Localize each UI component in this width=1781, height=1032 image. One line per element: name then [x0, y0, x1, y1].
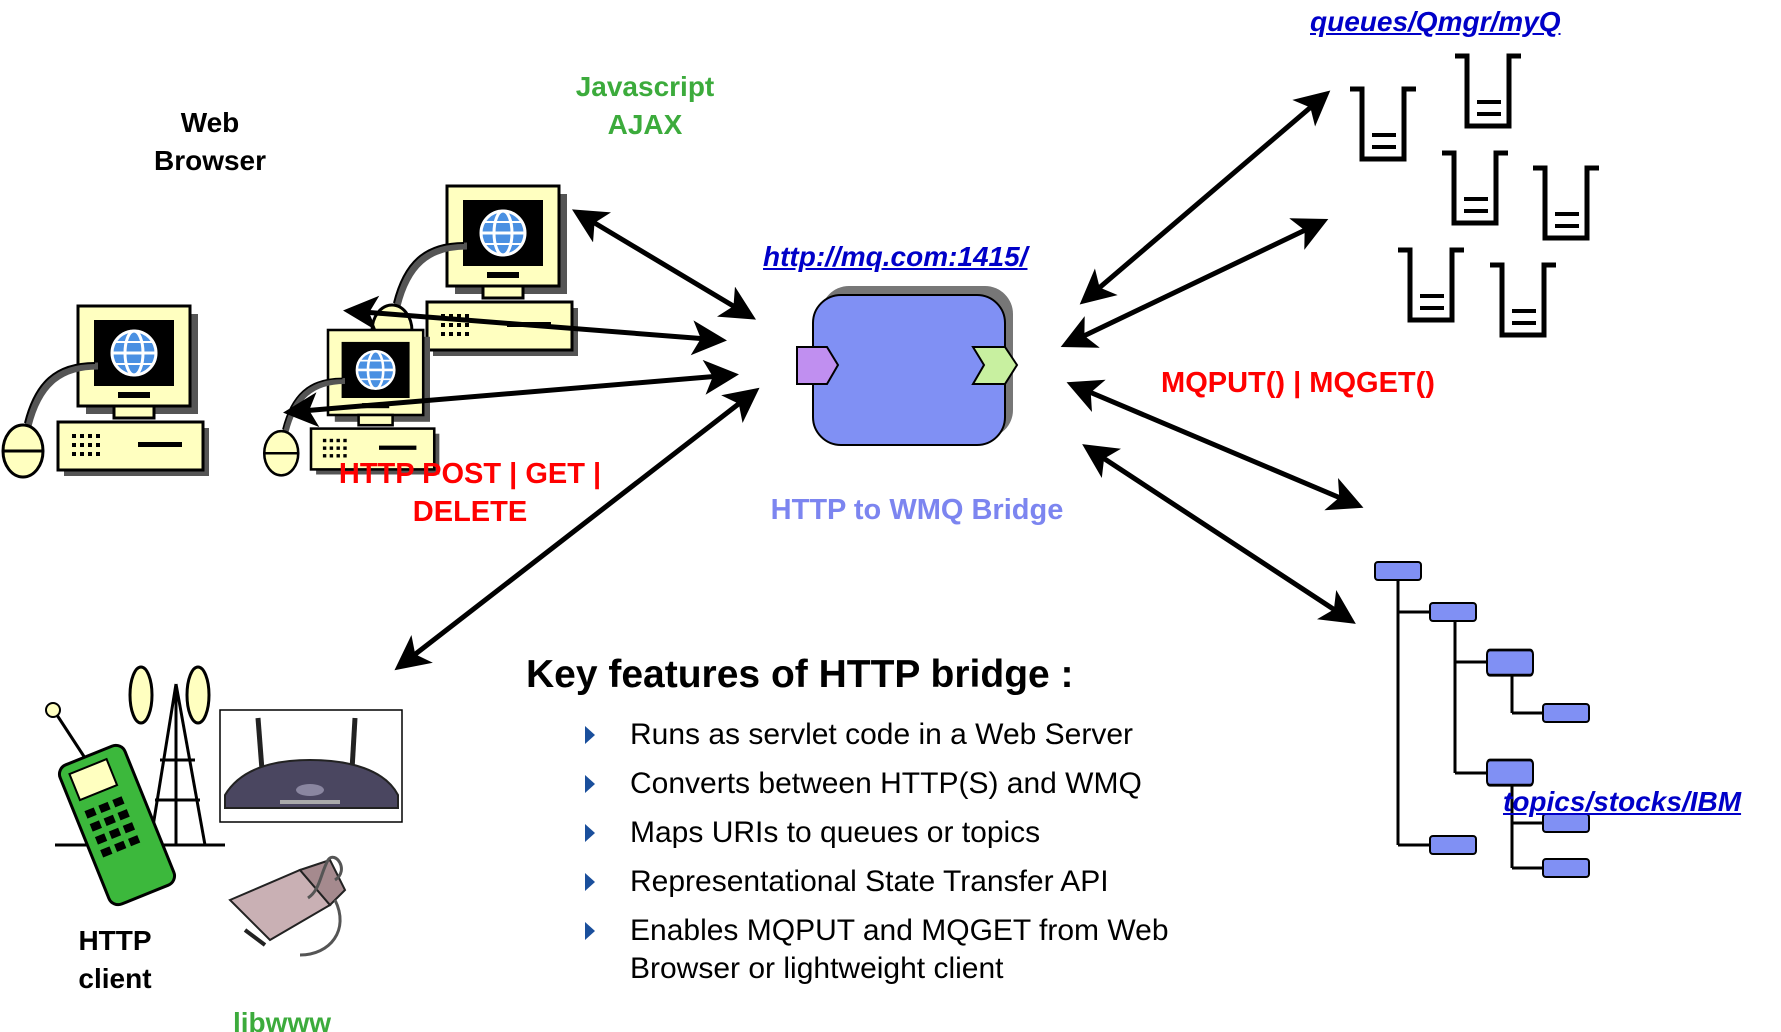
connection-arrows [283, 90, 1364, 671]
wireless-router-icon [219, 709, 403, 823]
bridge-input-port-icon [796, 346, 840, 385]
http-client-line1: HTTP [78, 925, 152, 956]
feature-item: Converts between HTTP(S) and WMQ [585, 765, 1250, 803]
topic-tree [1396, 578, 1543, 870]
http-methods-label: HTTP POST | GET | DELETE [295, 455, 645, 531]
features-heading: Key features of HTTP bridge : [526, 653, 1074, 696]
feature-text: Enables MQPUT and MQGET from Web Browser… [630, 914, 1169, 985]
barcode-scanner-icon [228, 856, 347, 957]
bullet-icon [585, 873, 595, 891]
queue-icon [1455, 56, 1521, 126]
topic-node [1542, 703, 1590, 723]
arrow-browser-bridge [343, 295, 727, 356]
arrow-bridge-topic-bottom [1082, 444, 1356, 624]
arrow-client-bridge [394, 387, 760, 671]
bullet-icon [585, 824, 595, 842]
topic-node [1485, 758, 1535, 787]
topic-node [1429, 602, 1477, 622]
http-methods-line1: HTTP POST | GET | [338, 458, 602, 490]
queue-icon [1350, 89, 1416, 159]
mq-calls-label: MQPUT() | MQGET() [1161, 367, 1435, 399]
javascript-ajax-label: Javascript AJAX [545, 68, 745, 144]
ajax-label: AJAX [607, 109, 683, 140]
feature-item: Runs as servlet code in a Web Server [585, 716, 1250, 754]
http-methods-line2: DELETE [412, 496, 528, 528]
features-list: Runs as servlet code in a Web Server Con… [585, 716, 1250, 999]
feature-item: Enables MQPUT and MQGET from Web Browser… [585, 912, 1250, 988]
topic-node [1429, 835, 1477, 855]
feature-text: Maps URIs to queues or topics [630, 816, 1041, 849]
mobile-phone-icon [45, 702, 177, 907]
web-browser-label-line1: Web [180, 107, 240, 138]
feature-text: Runs as servlet code in a Web Server [630, 718, 1134, 751]
arrow-bridge-queue-top [1079, 90, 1331, 305]
bullet-icon [585, 922, 595, 940]
http-client-line2: client [78, 963, 152, 994]
arrow-bridge-topic-top [1066, 379, 1364, 511]
feature-item: Maps URIs to queues or topics [585, 814, 1250, 852]
queue-icon [1398, 250, 1464, 320]
libwww-label: libwww [233, 1007, 331, 1032]
bridge-title: HTTP to WMQ Bridge [770, 494, 1064, 526]
web-browser-label-line2: Browser [153, 145, 267, 176]
http-client-label: HTTP client [55, 922, 175, 998]
arrow-ajax-bridge [571, 209, 757, 320]
web-browser-computer-left [3, 306, 209, 477]
topics-path-link[interactable]: topics/stocks/IBM [1503, 786, 1742, 817]
queue-icon [1490, 265, 1556, 335]
bridge-box [796, 286, 1019, 446]
feature-text: Converts between HTTP(S) and WMQ [630, 767, 1142, 800]
topic-node [1485, 648, 1535, 677]
queues-group [1350, 56, 1599, 335]
javascript-label: Javascript [575, 71, 715, 102]
bullet-icon [585, 726, 595, 744]
cell-tower-icon [55, 665, 225, 847]
bridge-url-link[interactable]: http://mq.com:1415/ [763, 241, 1028, 272]
feature-text: Representational State Transfer API [630, 865, 1109, 898]
bridge-output-port-icon [971, 346, 1019, 385]
feature-item: Representational State Transfer API [585, 863, 1250, 901]
queues-path-link[interactable]: queues/Qmgr/myQ [1310, 6, 1561, 37]
queue-icon [1442, 153, 1508, 223]
topic-tree-nodes [1374, 561, 1590, 878]
topic-node [1542, 858, 1590, 878]
web-browser-label: Web Browser [130, 104, 290, 180]
bullet-icon [585, 775, 595, 793]
topic-node [1374, 561, 1422, 581]
queue-icon [1533, 168, 1599, 238]
arrow-bridge-queue-mid [1060, 218, 1329, 348]
